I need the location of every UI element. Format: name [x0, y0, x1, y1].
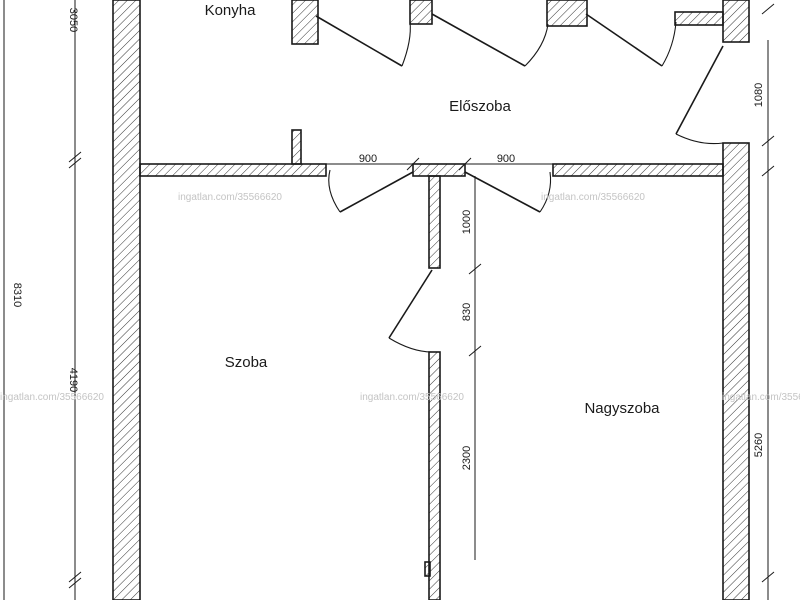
dim-total-length: 8310	[11, 283, 23, 307]
door-leaf-1	[315, 15, 403, 67]
door-leaf-2	[431, 13, 526, 67]
door-swing-1	[401, 21, 411, 67]
dimension-lines	[3, 0, 775, 600]
living-door-leaf	[464, 171, 541, 213]
dim-tick	[761, 135, 775, 147]
kitchen-stub-3	[546, 0, 588, 27]
dim-room-length: 4190	[67, 368, 79, 392]
dim-tick	[458, 157, 472, 171]
dim-living-length: 5260	[753, 433, 765, 457]
room-label-room: Szoba	[225, 354, 268, 371]
kitchen-stub-2	[409, 0, 433, 25]
kitchen-stub-1	[291, 0, 319, 45]
living-door-swing	[539, 171, 552, 213]
dim-tick	[468, 345, 482, 357]
entrance-door-leaf	[675, 45, 724, 135]
room-labels: Konyha Előszoba Szoba Nagyszoba	[205, 2, 661, 417]
walls	[112, 0, 750, 600]
room-door-swing	[328, 169, 341, 213]
door-leaf-3	[585, 13, 663, 67]
door-swing-2	[524, 23, 549, 67]
inner-wall-upper	[428, 175, 441, 269]
inner-wall-notch	[424, 561, 431, 577]
inner-door-swing	[388, 337, 433, 353]
top-right-wall	[722, 0, 750, 43]
dim-tick	[406, 157, 420, 171]
dim-tick	[761, 571, 775, 583]
room-label-living: Nagyszoba	[584, 400, 660, 417]
left-exterior-wall	[112, 0, 141, 600]
dim-tick	[68, 577, 82, 589]
dim-tick	[761, 3, 775, 15]
right-exterior-wall	[722, 142, 750, 600]
divider-stub	[291, 129, 302, 165]
dim-tick	[468, 263, 482, 275]
dim-wall-seg-bottom: 2300	[461, 446, 473, 470]
dim-kitchen-depth: 3050	[67, 8, 79, 32]
dim-tick	[68, 151, 82, 163]
watermark-text: ingatlan.com/35566620	[541, 192, 645, 203]
dimension-labels: 3050 8310 4190 1080 5260 900 900 1000 83…	[11, 8, 765, 470]
room-label-kitchen: Konyha	[205, 2, 257, 19]
dim-tick	[68, 571, 82, 583]
entrance-door-swing	[675, 133, 724, 145]
dim-wall-seg-top: 1000	[461, 210, 473, 234]
dim-tick	[761, 165, 775, 177]
room-label-hall: Előszoba	[449, 98, 511, 115]
watermark-text: ingatlan.com/35566620	[178, 192, 282, 203]
doors	[315, 13, 724, 353]
dim-door-left: 900	[359, 153, 377, 165]
watermark-text: ingatlan.com/35566620	[0, 392, 104, 403]
dim-door-right: 900	[497, 153, 515, 165]
inner-door-leaf	[388, 269, 433, 339]
dim-tick	[68, 157, 82, 169]
divider-wall-right	[552, 163, 724, 177]
dim-wall-door: 830	[461, 303, 473, 321]
divider-wall-middle	[412, 163, 466, 177]
door-swing-3	[661, 21, 677, 67]
divider-wall-left	[139, 163, 327, 177]
watermarks: ingatlan.com/35566620 ingatlan.com/35566…	[0, 192, 800, 403]
inner-wall-lower	[428, 351, 441, 600]
watermark-text: ingatlan.com/35566620	[722, 392, 800, 403]
watermark-text: ingatlan.com/35566620	[360, 392, 464, 403]
kitchen-stub-4	[674, 11, 724, 26]
dim-entry-door: 1080	[753, 83, 765, 107]
room-door-leaf	[339, 171, 414, 213]
